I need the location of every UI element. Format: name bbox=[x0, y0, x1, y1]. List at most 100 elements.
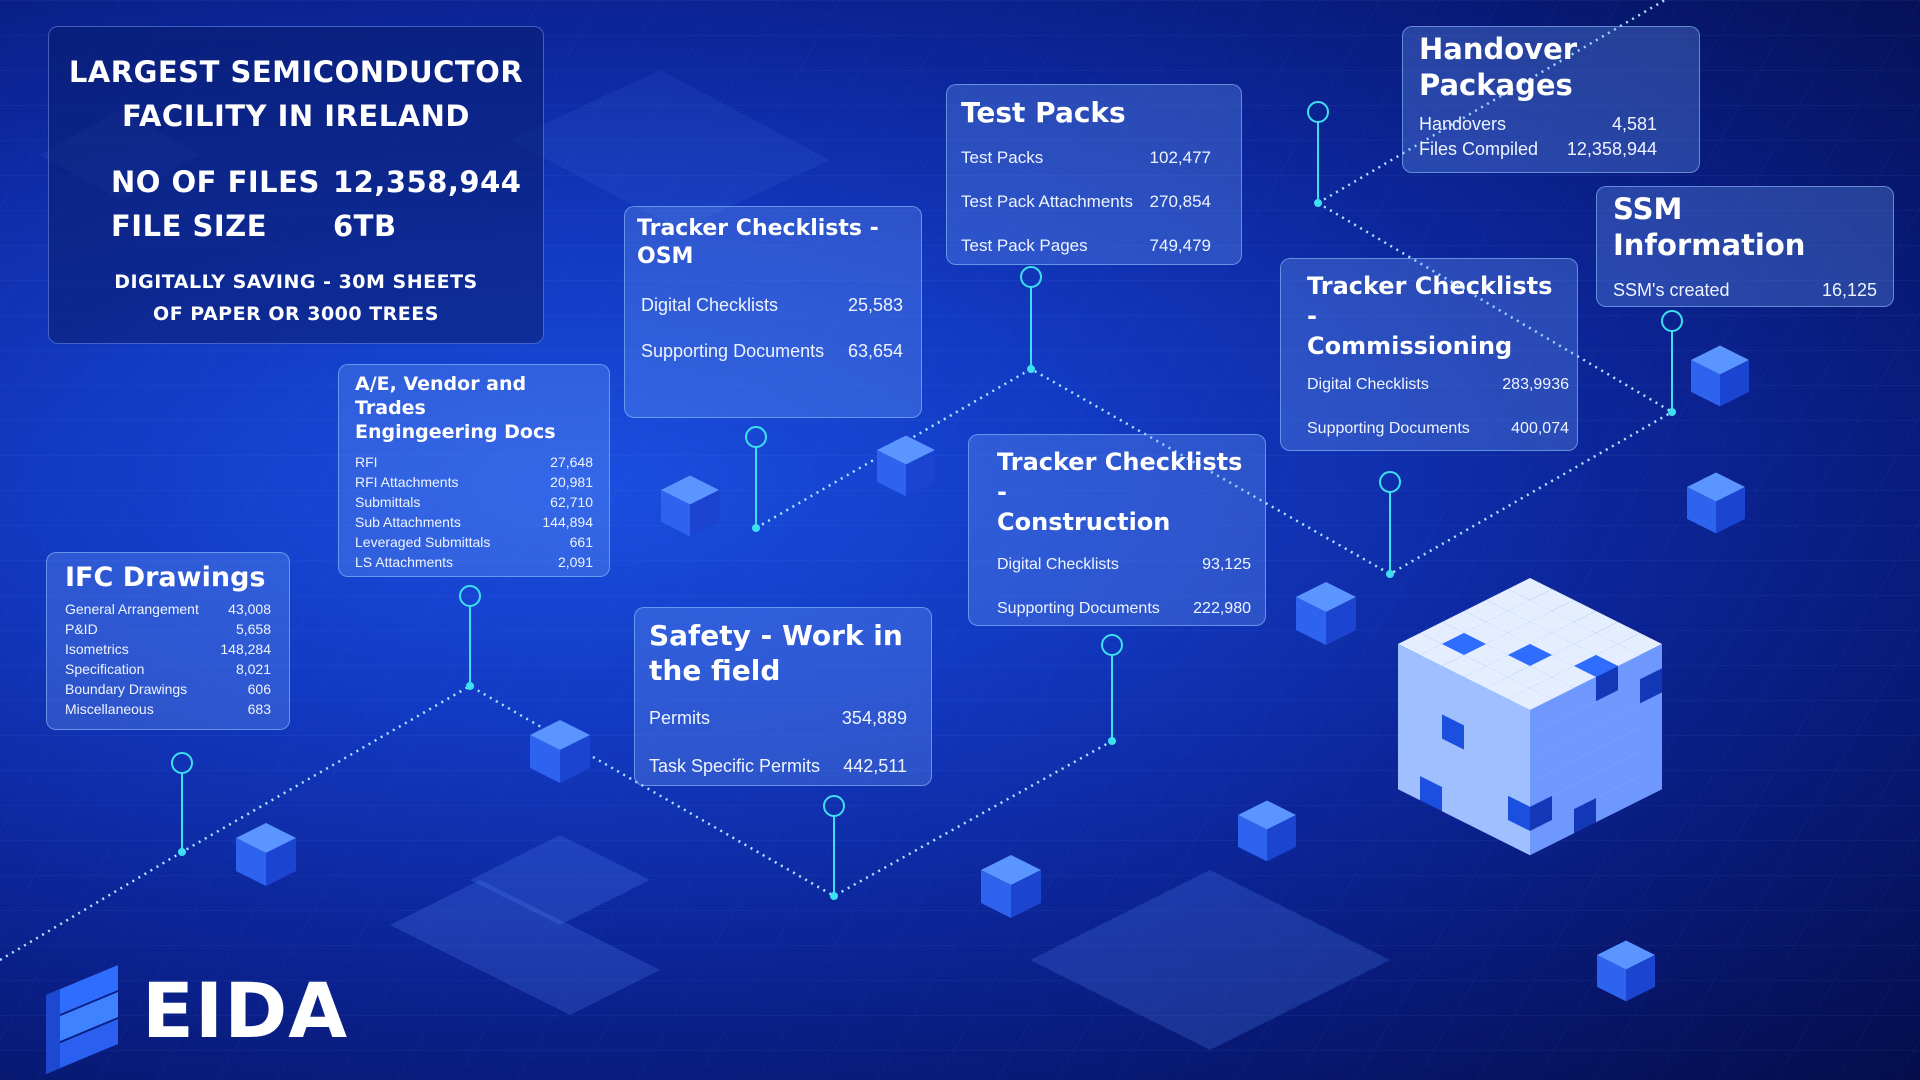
list-item: Isometrics 148,284 bbox=[65, 639, 271, 659]
item-value: 25,583 bbox=[847, 295, 903, 315]
item-value: 749,479 bbox=[1149, 236, 1211, 255]
hero-summary-card: LARGEST SEMICONDUCTOR FACILITY IN IRELAN… bbox=[48, 26, 544, 344]
item-label: Digital Checklists bbox=[1307, 376, 1429, 393]
map-pin-icon bbox=[823, 795, 845, 900]
map-pin-icon bbox=[745, 426, 767, 532]
item-value: 683 bbox=[247, 700, 271, 717]
item-label: RFI bbox=[355, 454, 378, 471]
item-value: 283,9936 bbox=[1502, 376, 1569, 393]
construction-title-line2: Construction bbox=[997, 508, 1171, 536]
saving-line1: DIGITALLY SAVING - 30M SHEETS bbox=[114, 271, 478, 293]
cube-icon bbox=[1597, 940, 1655, 1002]
cube-icon bbox=[1687, 472, 1745, 534]
ae-docs-card: A/E, Vendor and Trades Engingeering Docs… bbox=[338, 364, 610, 577]
item-label: Test Pack Attachments bbox=[961, 192, 1133, 211]
commissioning-card: Tracker Checklists - Commissioning Digit… bbox=[1280, 258, 1578, 451]
item-label: P&ID bbox=[65, 620, 98, 637]
eida-logo-icon bbox=[46, 965, 118, 1074]
item-label: Files Compiled bbox=[1419, 138, 1539, 159]
item-value: 20,981 bbox=[550, 474, 593, 491]
cube-icon bbox=[236, 823, 296, 886]
files-value: 12,358,944 bbox=[333, 165, 522, 199]
item-label: RFI Attachments bbox=[355, 474, 459, 491]
item-value: 63,654 bbox=[847, 341, 903, 361]
cube-icon bbox=[877, 435, 935, 497]
item-value: 354,889 bbox=[841, 708, 907, 728]
item-value: 12,358,944 bbox=[1566, 138, 1657, 159]
cube-icon bbox=[530, 720, 590, 783]
list-item: Supporting Documents 63,654 bbox=[641, 328, 903, 374]
item-label: Test Pack Pages bbox=[961, 236, 1088, 255]
item-label: Digital Checklists bbox=[641, 295, 779, 315]
commissioning-title-line2: Commissioning bbox=[1307, 332, 1513, 360]
construction-card: Tracker Checklists - Construction Digita… bbox=[968, 434, 1266, 626]
construction-title-line1: Tracker Checklists - bbox=[997, 448, 1243, 506]
item-label: Boundary Drawings bbox=[65, 680, 188, 697]
cube-icon bbox=[661, 475, 719, 537]
item-value: 400,074 bbox=[1511, 420, 1569, 437]
item-label: Permits bbox=[649, 708, 711, 728]
pin-markers bbox=[171, 101, 1683, 900]
list-item: Digital Checklists 25,583 bbox=[641, 282, 903, 328]
eida-logo-text: EIDA bbox=[142, 966, 349, 1055]
osm-title-line1: Tracker Checklists - bbox=[637, 216, 879, 241]
item-value: 2,091 bbox=[557, 554, 593, 571]
floating-cubes bbox=[236, 345, 1749, 1002]
cube-icon bbox=[981, 855, 1041, 918]
item-value: 43,008 bbox=[228, 600, 271, 617]
list-item: Files Compiled 12,358,944 bbox=[1419, 137, 1657, 162]
item-label: Isometrics bbox=[65, 640, 129, 657]
item-label: Test Packs bbox=[961, 148, 1044, 167]
test-packs-title: Test Packs bbox=[961, 96, 1126, 129]
item-value: 27,648 bbox=[550, 454, 593, 471]
item-value: 606 bbox=[247, 680, 271, 697]
item-label: Leveraged Submittals bbox=[355, 534, 491, 551]
size-label: FILE SIZE bbox=[111, 209, 267, 243]
hero-title-line1: LARGEST SEMICONDUCTOR bbox=[68, 55, 524, 89]
item-label: Handovers bbox=[1419, 113, 1507, 134]
handover-title: Handover Packages bbox=[1419, 32, 1578, 103]
map-pin-icon bbox=[171, 752, 193, 856]
item-value: 270,854 bbox=[1149, 192, 1211, 211]
safety-card: Safety - Work in the field Permits 354,88… bbox=[634, 607, 932, 786]
item-value: 148,284 bbox=[220, 640, 271, 657]
hero-title-line2: FACILITY IN IRELAND bbox=[122, 99, 470, 133]
osm-title-line2: OSM bbox=[637, 243, 694, 269]
map-pin-icon bbox=[459, 585, 481, 690]
map-pin-icon bbox=[1307, 101, 1329, 207]
item-value: 4,581 bbox=[1611, 113, 1657, 134]
list-item: Test Pack Attachments 270,854 bbox=[961, 180, 1211, 224]
map-pin-icon bbox=[1020, 266, 1042, 373]
connector-lines bbox=[0, 0, 1673, 962]
item-value: 16,125 bbox=[1821, 279, 1877, 300]
list-item: LS Attachments 2,091 bbox=[355, 552, 593, 572]
item-label: Supporting Documents bbox=[641, 341, 825, 361]
item-label: LS Attachments bbox=[355, 554, 454, 571]
safety-title-line1: Safety - Work in bbox=[649, 619, 903, 652]
cube-icon bbox=[1238, 800, 1296, 862]
item-value: 8,021 bbox=[235, 660, 271, 677]
item-label: Supporting Documents bbox=[997, 600, 1160, 617]
safety-title-line2: the field bbox=[649, 654, 781, 687]
list-item: RFI Attachments 20,981 bbox=[355, 472, 593, 492]
cube-icon bbox=[1691, 345, 1749, 407]
item-label: Sub Attachments bbox=[355, 514, 461, 531]
item-value: 442,511 bbox=[843, 756, 907, 776]
